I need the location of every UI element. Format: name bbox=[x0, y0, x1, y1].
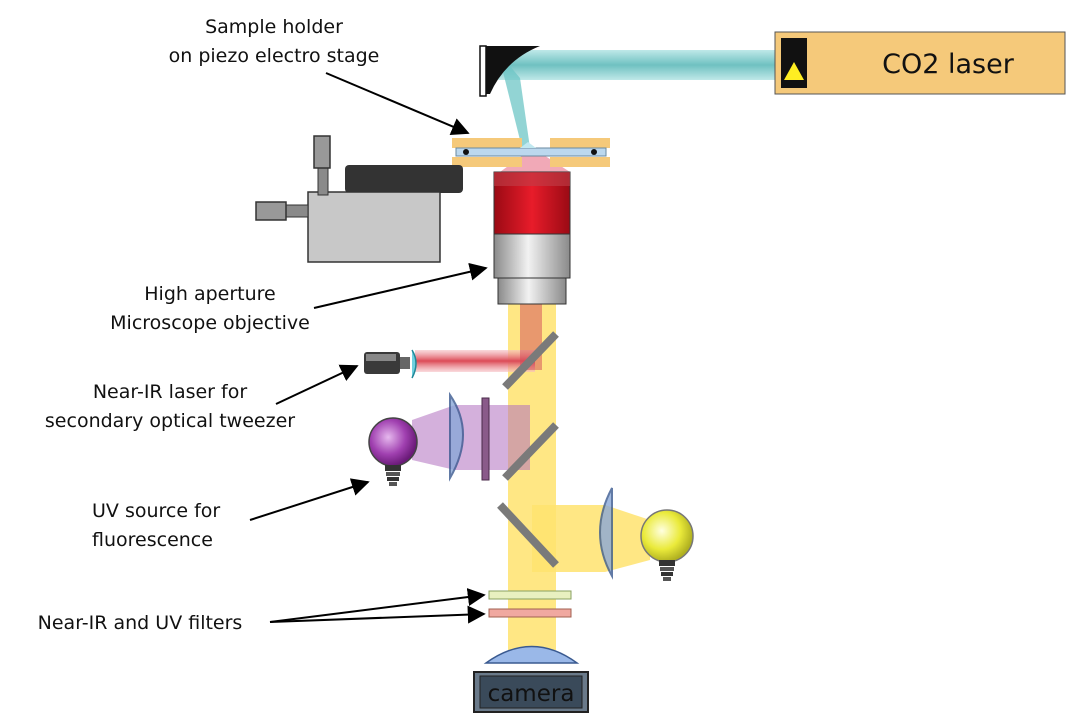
co2-mirror-mount bbox=[479, 45, 487, 97]
sample-holder-arrow bbox=[325, 72, 470, 135]
nir-laser bbox=[364, 349, 417, 379]
illumination-lens bbox=[599, 487, 613, 580]
objective-label-line1: High aperture bbox=[144, 283, 276, 305]
nir-laser-arrow bbox=[275, 364, 359, 405]
objective-label-line2: Microscope objective bbox=[110, 312, 310, 334]
uv-lens bbox=[449, 391, 464, 482]
objective-arrow bbox=[313, 262, 488, 309]
filters-arrow-top bbox=[269, 588, 486, 623]
uv-source-label-line2: fluorescence bbox=[92, 529, 213, 551]
filters-arrow-bottom bbox=[269, 605, 486, 624]
uv-source-label-line1: UV source for bbox=[92, 500, 220, 522]
laser-warning-icon bbox=[784, 62, 804, 80]
co2-laser-box bbox=[774, 31, 1066, 95]
uv-source-arrow bbox=[249, 478, 370, 521]
nir-filter bbox=[488, 590, 572, 600]
nir-laser-label-line2: secondary optical tweezer bbox=[45, 410, 295, 432]
camera-lens bbox=[483, 645, 580, 664]
sample-holder-label-line2: on piezo electro stage bbox=[169, 45, 380, 67]
illumination-beam bbox=[532, 505, 650, 572]
nir-beam bbox=[415, 350, 535, 372]
uv-beam bbox=[412, 405, 530, 470]
beamsplitter-illumination bbox=[497, 502, 559, 568]
co2-beam bbox=[498, 50, 776, 80]
co2-laser-label: CO2 laser bbox=[882, 49, 1015, 80]
camera-label: camera bbox=[488, 681, 575, 707]
uv-bulb bbox=[368, 417, 418, 486]
camera-face bbox=[479, 675, 583, 709]
filters-label: Near-IR and UV filters bbox=[38, 612, 243, 634]
illumination-bulb bbox=[640, 509, 694, 581]
sample-holder-label-line1: Sample holder bbox=[205, 16, 343, 38]
uv-filter-bottom bbox=[488, 608, 572, 618]
sample-holder bbox=[452, 138, 610, 167]
beamsplitter-nir bbox=[502, 331, 559, 390]
co2-focus-cone bbox=[498, 52, 530, 148]
microscope-objective bbox=[493, 171, 571, 305]
piezo-stage bbox=[255, 135, 463, 263]
nir-laser-label-line1: Near-IR laser for bbox=[93, 381, 248, 403]
beamsplitter-uv bbox=[502, 422, 559, 481]
uv-filter bbox=[481, 397, 490, 481]
co2-mirror bbox=[482, 46, 540, 94]
